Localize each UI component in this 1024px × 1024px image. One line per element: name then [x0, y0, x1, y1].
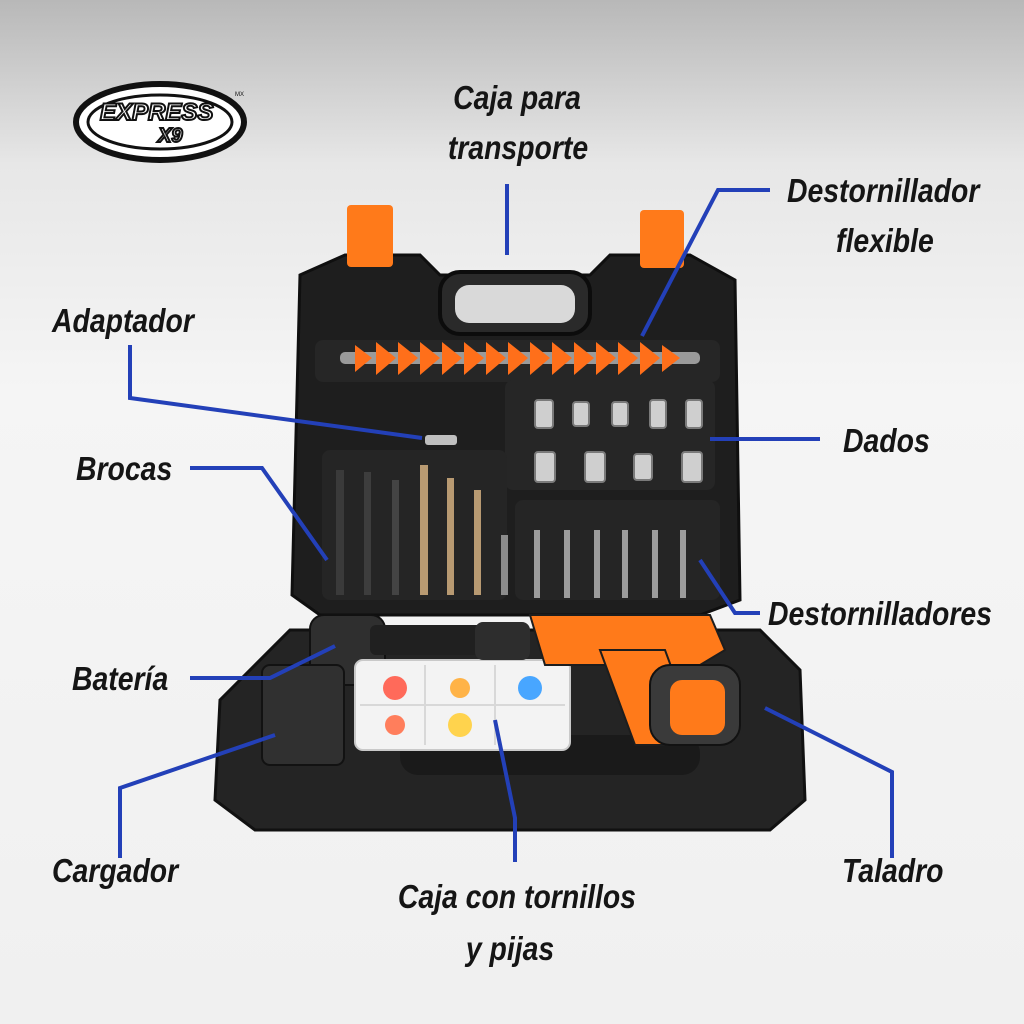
- sockets: [534, 399, 703, 483]
- case-lid: [290, 205, 742, 617]
- latch-right: [640, 210, 684, 268]
- adapter-bit: [425, 435, 457, 445]
- label-dados: Dados: [843, 422, 930, 459]
- label-destornillador-flexible-line2: flexible: [836, 222, 934, 259]
- logo-mark: MX: [235, 92, 244, 98]
- label-cargador: Cargador: [52, 852, 179, 889]
- brand-logo: EXPRESS X9 MX: [73, 81, 247, 163]
- drill-bits: [336, 465, 508, 595]
- label-caja-tornillos-line1: Caja con tornillos: [397, 878, 636, 915]
- label-brocas: Brocas: [76, 450, 173, 487]
- logo-word: EXPRESS: [100, 99, 213, 126]
- drill: [475, 614, 741, 746]
- latch-left: [347, 205, 393, 267]
- logo-sub: X9: [157, 125, 183, 147]
- label-destornillador-flexible-line1: Destornillador: [787, 172, 980, 209]
- label-adaptador: Adaptador: [52, 302, 194, 339]
- label-caja-transporte-line1: Caja para: [453, 79, 581, 116]
- flexible-screwdriver: [340, 342, 700, 375]
- label-bateria: Batería: [72, 660, 169, 697]
- label-destornilladores: Destornilladores: [768, 595, 992, 632]
- label-caja-transporte-line2: transporte: [447, 129, 589, 166]
- callout-lines: [118, 184, 894, 862]
- screw-box: [354, 659, 571, 751]
- charger: [261, 664, 345, 766]
- label-taladro: Taladro: [842, 852, 944, 889]
- screwdriver-bits: [534, 530, 686, 598]
- label-caja-tornillos-line2: y pijas: [465, 930, 555, 967]
